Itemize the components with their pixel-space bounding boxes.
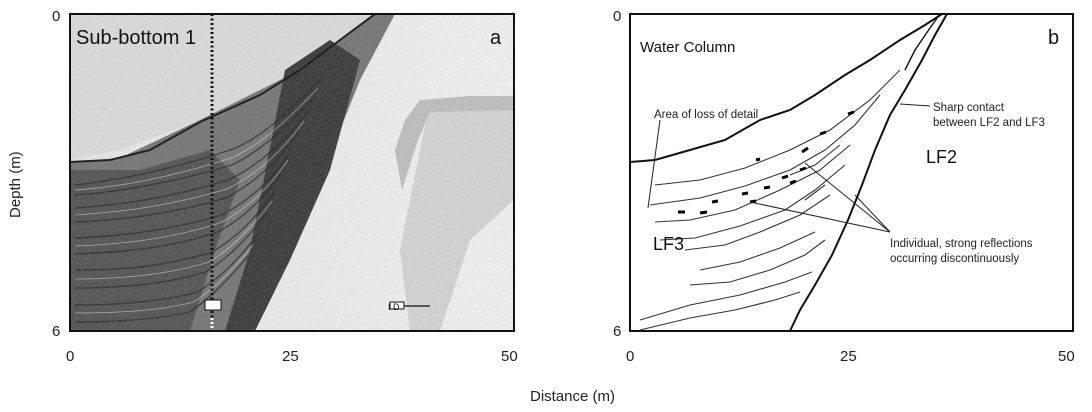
axes: Depth (m) Distance (m) 0 6 0 25 50 0 6 0… [7, 8, 1075, 405]
reflections-label-1: Individual, strong reflections [890, 238, 1033, 250]
panel-a-scale-label: I D [388, 302, 400, 312]
panel-b: Water Column b Area of loss of detail Sh… [629, 13, 1074, 332]
sharp-contact-label-1: Sharp contact [933, 102, 1005, 114]
x-axis-label: Distance (m) [530, 388, 615, 405]
leader-lines [647, 103, 931, 233]
panel-a-frame [69, 13, 515, 332]
lf3-reflectors [639, 69, 901, 331]
panel-b-y-tick-6: 6 [613, 323, 621, 340]
panel-b-x-tick-50: 50 [1058, 348, 1075, 365]
contact-line [789, 13, 948, 332]
panel-b-x-tick-25: 25 [840, 348, 857, 365]
loss-detail-leader [647, 119, 661, 209]
y-axis-label: Depth (m) [7, 151, 24, 218]
reflections-label-2: occurring discontinuously [890, 253, 1019, 265]
panel-a-y-tick-6: 6 [52, 323, 60, 340]
lf3-label: LF3 [653, 234, 684, 254]
panel-b-y-tick-0: 0 [613, 8, 621, 25]
water-column-label: Water Column [640, 39, 735, 56]
panel-a-y-tick-0: 0 [52, 8, 60, 25]
panel-b-letter: b [1048, 27, 1059, 49]
panel-a-x-tick-0: 0 [66, 348, 74, 365]
panel-b-frame [629, 13, 1074, 332]
strong-reflections [678, 110, 855, 215]
panel-b-x-tick-0: 0 [626, 348, 634, 365]
panel-a-x-tick-25: 25 [282, 348, 299, 365]
lf2-label: LF2 [926, 147, 957, 167]
sharp-contact-label-2: between LF2 and LF3 [933, 117, 1045, 129]
panel-a-letter: a [490, 27, 502, 49]
loss-of-detail-label: Area of loss of detail [654, 109, 758, 121]
sonar-image [70, 14, 514, 331]
panel-a-x-tick-50: 50 [501, 348, 518, 365]
panel-a: Sub-bottom 1 a I D [69, 13, 515, 332]
sharp-contact-leader [899, 103, 931, 107]
seafloor-boundary [629, 13, 943, 163]
panel-a-title: Sub-bottom 1 [76, 27, 196, 49]
